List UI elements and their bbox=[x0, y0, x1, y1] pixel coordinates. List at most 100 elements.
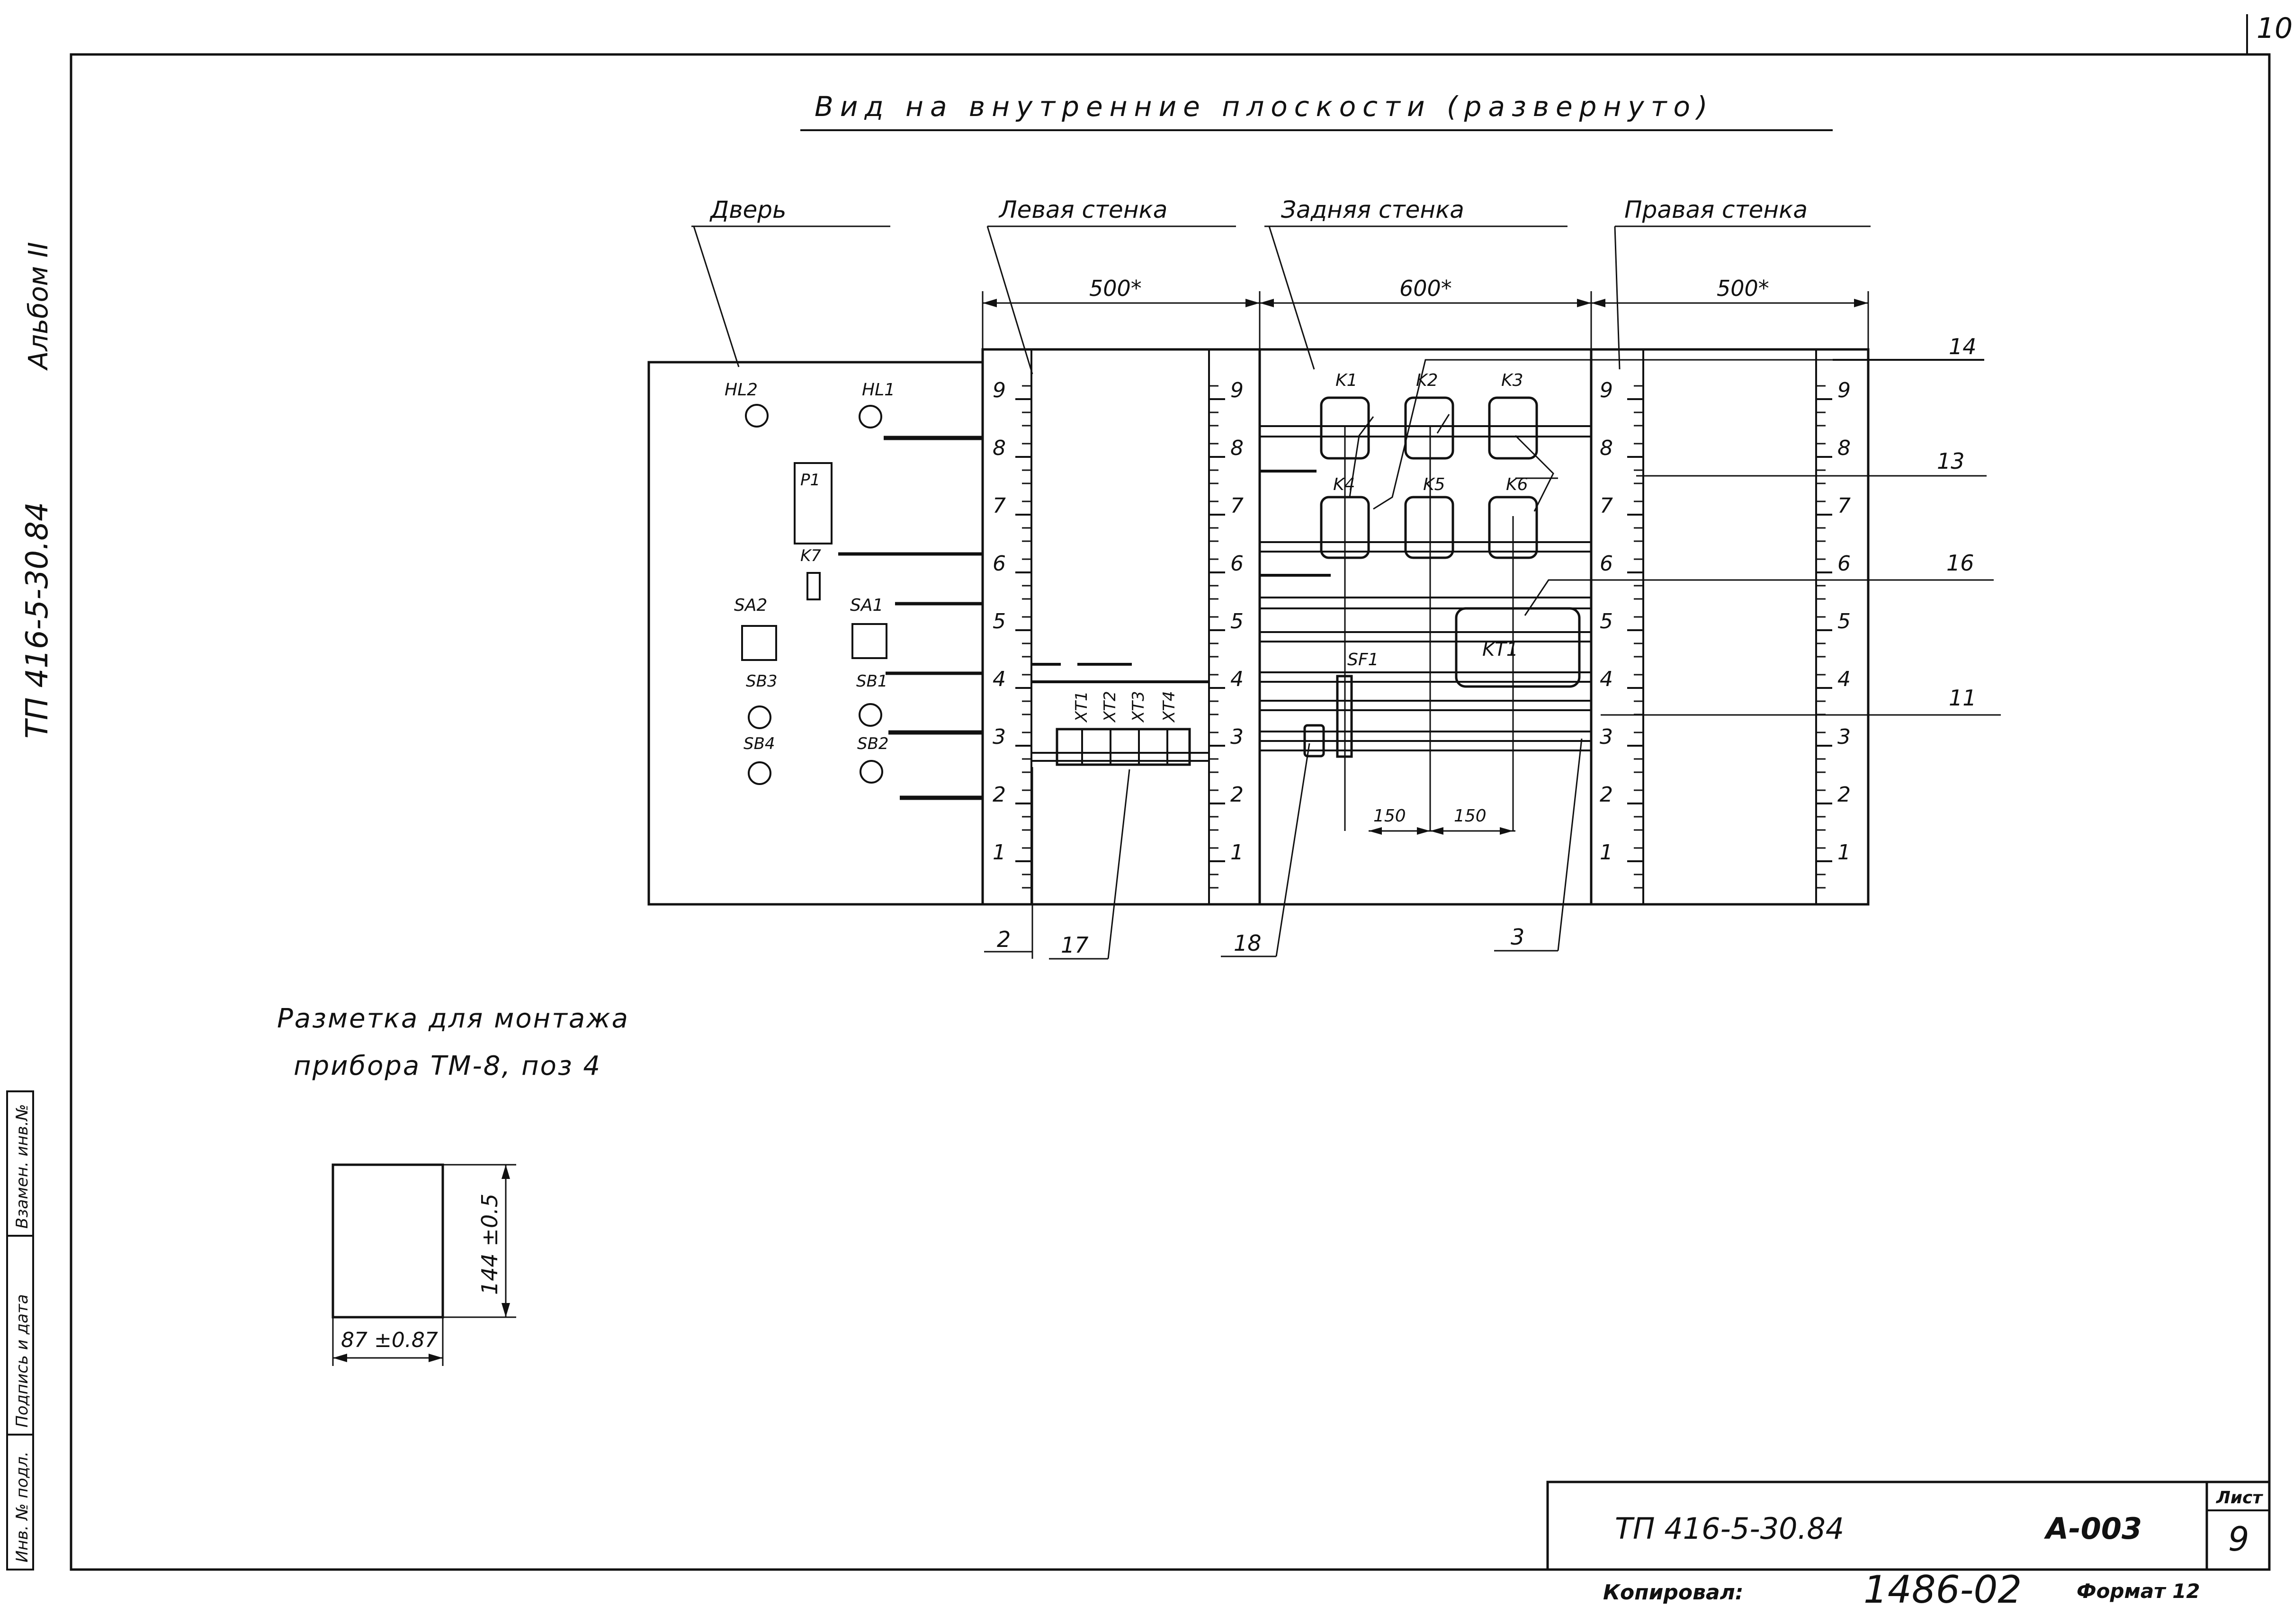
label-hl1: HL1 bbox=[862, 380, 895, 400]
relay-k1-label: K1 bbox=[1335, 371, 1358, 390]
scale-mark-label: 4 bbox=[1837, 667, 1851, 691]
scale-mark-label: 9 bbox=[993, 378, 1006, 402]
scale-mark-label: 8 bbox=[993, 436, 1006, 460]
scale-mark-label: 9 bbox=[1600, 378, 1613, 402]
scale-mark-label: 6 bbox=[1837, 552, 1851, 576]
stamp-replaced-inv: Взамен. инв.№ bbox=[13, 1104, 32, 1229]
stamp-signature-date: Подпись и дата bbox=[13, 1294, 32, 1428]
scale-mark-label: 1 bbox=[1837, 840, 1851, 865]
scale-left-wall-b: 9 8 7 6 5 4 3 2 1 bbox=[1209, 378, 1244, 889]
scale-mark-label: 3 bbox=[993, 725, 1006, 749]
back-wall-panel bbox=[1258, 348, 1833, 906]
switch-sa2-icon bbox=[741, 625, 777, 661]
scale-mark-label: 7 bbox=[1230, 494, 1244, 518]
right-wall-width: 500* bbox=[1717, 276, 1769, 301]
scale-mark-label: 8 bbox=[1230, 436, 1244, 460]
title-block bbox=[1546, 1481, 2271, 1571]
scale-mark-label: 9 bbox=[1230, 378, 1244, 402]
label-sb4: SB4 bbox=[743, 734, 775, 753]
cutout-width: 87 ±0.87 bbox=[341, 1328, 438, 1352]
scale-mark-label: 4 bbox=[1230, 667, 1244, 691]
scale-mark-label: 5 bbox=[1600, 609, 1613, 634]
album-label: Альбом II bbox=[23, 242, 54, 371]
indicator-lamp-icon bbox=[745, 404, 769, 428]
relay-k2-label: K2 bbox=[1416, 371, 1438, 390]
title-block-list-number: 9 bbox=[2228, 1520, 2249, 1559]
switch-sa1-icon bbox=[851, 623, 887, 659]
label-sa1: SA1 bbox=[850, 596, 883, 615]
meter-p1 bbox=[794, 462, 833, 544]
left-wall-header: Левая стенка bbox=[998, 196, 1167, 223]
mounting-cutout bbox=[331, 1163, 516, 1366]
label-p1: P1 bbox=[800, 471, 820, 490]
format-label: Формат 12 bbox=[2077, 1579, 2200, 1603]
markup-caption-line1: Разметка для монтажа bbox=[277, 1003, 629, 1034]
label-sb3: SB3 bbox=[746, 672, 778, 691]
side-doc-code: ТП 416-5-30.84 bbox=[20, 502, 55, 739]
label-hl2: HL2 bbox=[725, 380, 758, 400]
pushbutton-icon bbox=[748, 761, 771, 785]
right-wall-header: Правая стенка bbox=[1624, 196, 1808, 223]
scale-mark-label: 2 bbox=[993, 783, 1006, 807]
relay-pitch-1: 150 bbox=[1373, 806, 1406, 826]
scale-mark-label: 5 bbox=[993, 609, 1006, 634]
callout-13: 13 bbox=[1937, 448, 1965, 474]
scale-mark-label: 2 bbox=[1837, 783, 1851, 807]
fuse-element bbox=[1303, 724, 1325, 758]
pushbutton-icon bbox=[860, 760, 883, 784]
scale-mark-label: 5 bbox=[1230, 609, 1244, 634]
relay-k7 bbox=[806, 572, 821, 600]
terminal-xt3: XT3 bbox=[1129, 691, 1148, 723]
label-sb2: SB2 bbox=[857, 734, 889, 753]
right-wall-panel bbox=[1590, 348, 1870, 906]
label-k7: K7 bbox=[800, 546, 821, 565]
timer-kt1 bbox=[1455, 607, 1581, 688]
scale-mark-label: 6 bbox=[993, 552, 1006, 576]
label-sb1: SB1 bbox=[856, 672, 888, 691]
relay-k3-label: K3 bbox=[1501, 371, 1523, 390]
scale-mark-label: 1 bbox=[1230, 840, 1244, 865]
scale-mark-label: 2 bbox=[1230, 783, 1244, 807]
callout-leaders bbox=[984, 359, 2001, 960]
scale-mark-label: 3 bbox=[1230, 725, 1244, 749]
stamp-inv-no: Инв. № подл. bbox=[13, 1451, 32, 1562]
door-wiring bbox=[838, 436, 983, 800]
pushbutton-icon bbox=[859, 703, 882, 727]
scale-mark-label: 6 bbox=[1230, 552, 1244, 576]
copied-number: 1486-02 bbox=[1863, 1568, 2022, 1612]
scale-mark-label: 9 bbox=[1837, 378, 1851, 402]
callout-17: 17 bbox=[1061, 932, 1089, 958]
door-header: Дверь bbox=[709, 196, 787, 223]
callout-16: 16 bbox=[1946, 550, 1974, 576]
approval-stamp: Инв. № подл. Подпись и дата Взамен. инв.… bbox=[6, 1090, 34, 1570]
scale-mark-label: 7 bbox=[1837, 494, 1851, 518]
scale-mark-label: 8 bbox=[1837, 436, 1851, 460]
relay-k3 bbox=[1488, 396, 1538, 460]
timer-kt1-label: KT1 bbox=[1482, 639, 1518, 660]
relay-pitch-2: 150 bbox=[1454, 806, 1487, 826]
drawing-frame bbox=[70, 53, 2271, 1571]
left-wall-width: 500* bbox=[1089, 276, 1142, 301]
scale-mark-label: 7 bbox=[1600, 494, 1613, 518]
scale-mark-label: 2 bbox=[1600, 783, 1613, 807]
door-panel bbox=[647, 361, 984, 906]
scale-mark-label: 3 bbox=[1600, 725, 1613, 749]
callout-3: 3 bbox=[1511, 924, 1524, 950]
label-sa2: SA2 bbox=[734, 596, 767, 615]
indicator-lamp-icon bbox=[859, 405, 882, 428]
callout-11: 11 bbox=[1949, 685, 1977, 711]
title-block-code: ТП 416-5-30.84 bbox=[1615, 1511, 1844, 1546]
scale-mark-label: 3 bbox=[1837, 725, 1851, 749]
callout-14: 14 bbox=[1949, 334, 1977, 359]
scale-mark-label: 6 bbox=[1600, 552, 1613, 576]
terminal-xt2: XT2 bbox=[1101, 691, 1120, 723]
scale-mark-label: 4 bbox=[993, 667, 1006, 691]
relay-k4-label: K4 bbox=[1333, 475, 1355, 494]
relay-k2 bbox=[1404, 396, 1454, 460]
scale-mark-label: 4 bbox=[1600, 667, 1613, 691]
scale-mark-label: 1 bbox=[1600, 840, 1613, 865]
